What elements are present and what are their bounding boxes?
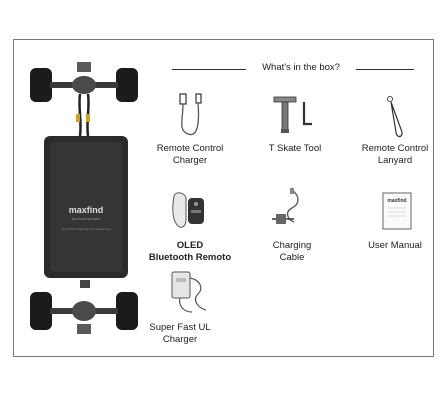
header-rule-right: [356, 69, 414, 70]
lanyard-icon: [387, 96, 403, 138]
front-right-wheel: [116, 68, 138, 102]
box-contents-title: What's in the box?: [246, 62, 356, 73]
svg-text:BOOSTED BOARDS: BOOSTED BOARDS: [72, 217, 100, 221]
svg-text:The World's Best Electric Skat: The World's Best Electric Skateboard: [61, 227, 111, 231]
item-label-t-skate-tool: T Skate Tool: [268, 143, 322, 154]
skateboard-image: maxfind BOOSTED BOARDS The World's Best …: [30, 62, 138, 334]
rear-truck-base: [72, 301, 96, 321]
rear-right-wheel: [116, 292, 138, 330]
oled-remote-icon: [172, 192, 204, 228]
front-left-wheel: [30, 68, 52, 102]
charging-cable-icon: [272, 188, 299, 224]
item-label-user-manual: User Manual: [368, 240, 422, 251]
rear-left-wheel: [30, 292, 52, 330]
header-rule-left: [172, 69, 246, 70]
user-manual-icon: maxfind: [382, 192, 412, 230]
ul-charger-icon: [171, 271, 207, 313]
board-brand-logo: maxfind: [69, 205, 104, 215]
remote-charger-icon: [179, 93, 202, 136]
manual-brand: maxfind: [387, 198, 406, 204]
front-truck-base: [72, 76, 96, 94]
t-skate-tool-icon: [273, 96, 312, 133]
